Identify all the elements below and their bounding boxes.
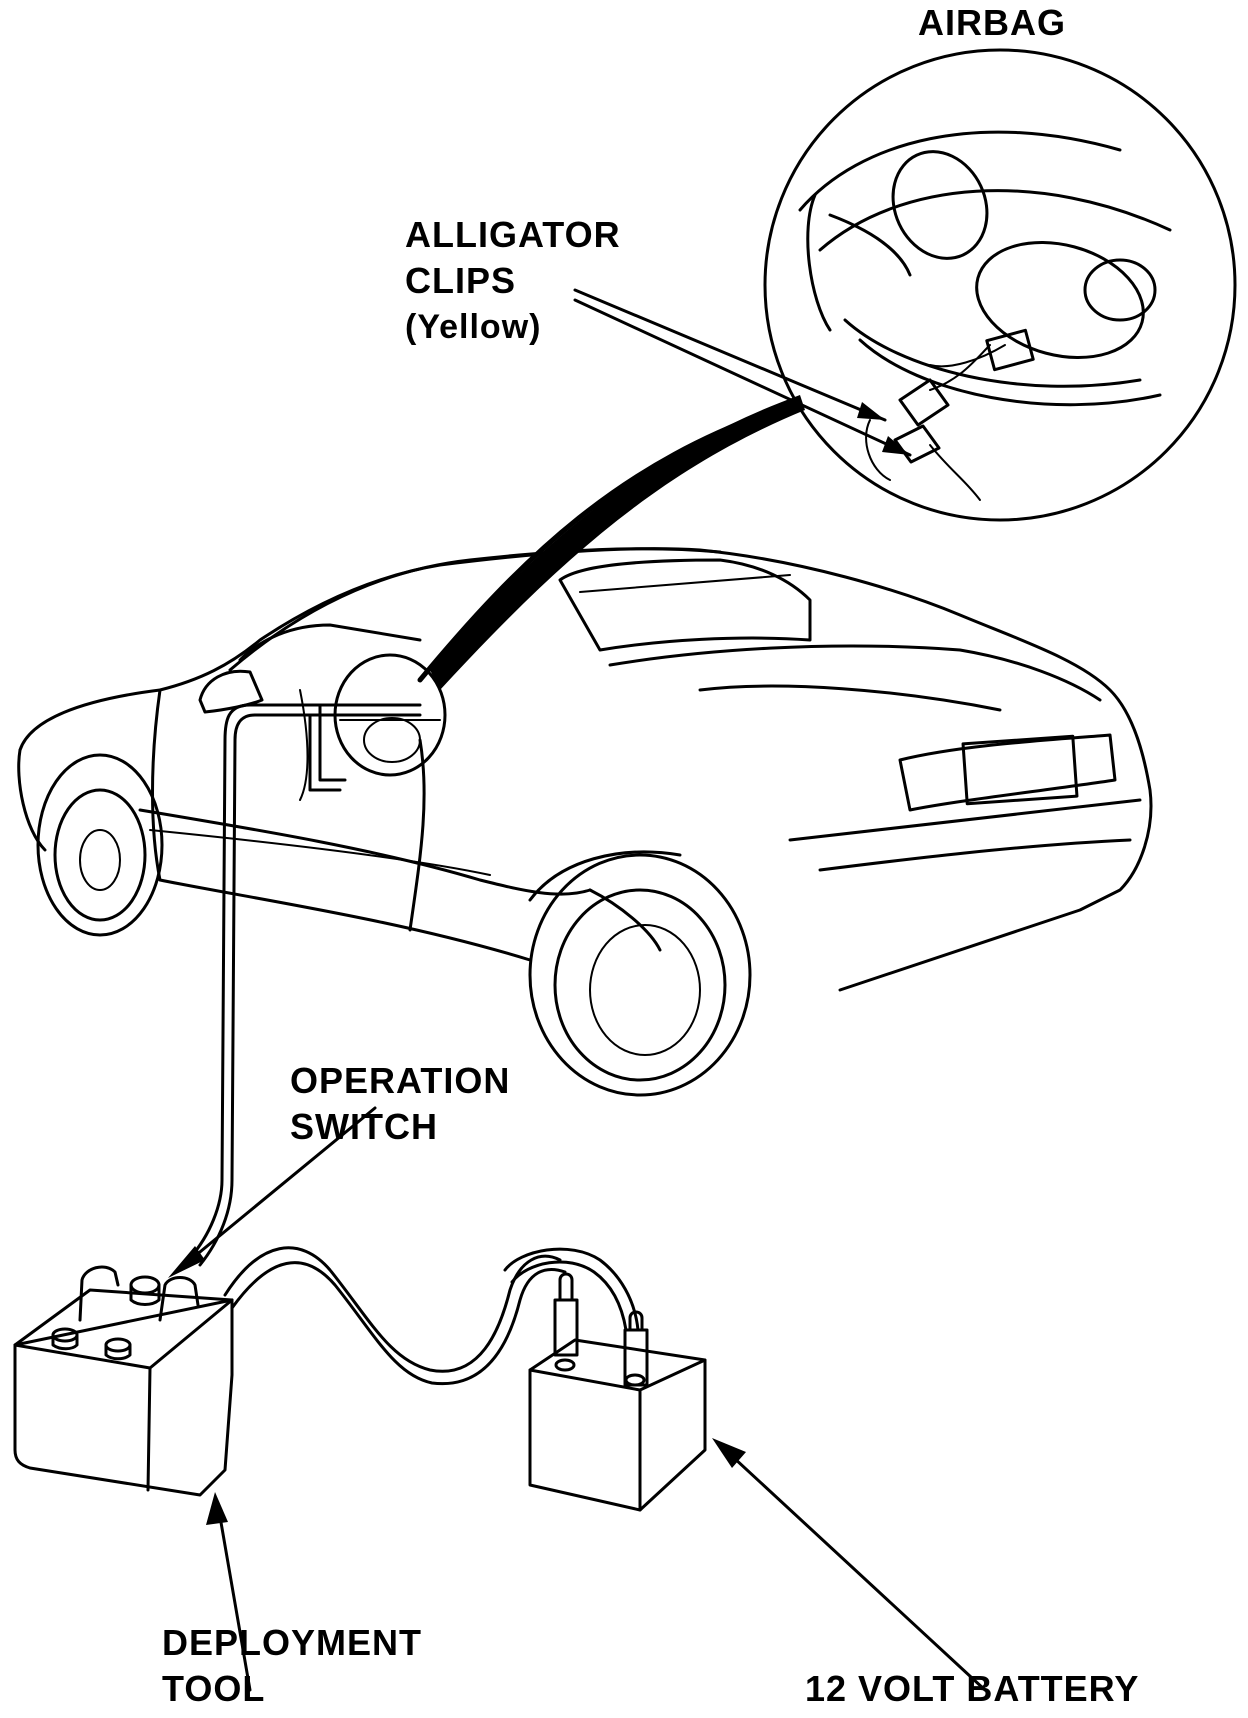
operation-label-line2: SWITCH <box>290 1106 438 1147</box>
operation-switch-label: OPERATION SWITCH <box>290 1058 510 1150</box>
alligator-label-line3: (Yellow) <box>405 308 542 346</box>
operation-label-line1: OPERATION <box>290 1060 511 1101</box>
operation-switch-arrow <box>168 1106 377 1278</box>
battery-illustration <box>528 1338 707 1512</box>
deployment-tool-label: DEPLOYMENT TOOL <box>162 1620 422 1712</box>
alligator-label-line1: ALLIGATOR <box>405 214 621 255</box>
airbag-label-text: AIRBAG <box>918 2 1066 43</box>
airbag-label: AIRBAG <box>918 0 1066 46</box>
harness-band <box>430 395 805 690</box>
deployment-label-line1: DEPLOYMENT <box>162 1622 423 1663</box>
deployment-cable <box>188 703 422 1267</box>
deployment-tool-illustration <box>13 1265 234 1497</box>
deployment-label-line2: TOOL <box>162 1668 266 1709</box>
battery-label: 12 VOLT BATTERY <box>805 1666 1139 1712</box>
car-illustration <box>17 547 1153 1097</box>
battery-arrow <box>712 1438 987 1692</box>
battery-label-text: 12 VOLT BATTERY <box>805 1668 1140 1709</box>
magnified-detail-circle <box>763 48 1237 522</box>
alligator-clips-label: ALLIGATOR CLIPS (Yellow) <box>405 212 621 350</box>
alligator-leader-line <box>573 288 887 422</box>
battery-cable <box>223 1246 649 1387</box>
alligator-label-line2: CLIPS <box>405 260 517 301</box>
deployment-tool-arrow <box>206 1492 252 1692</box>
